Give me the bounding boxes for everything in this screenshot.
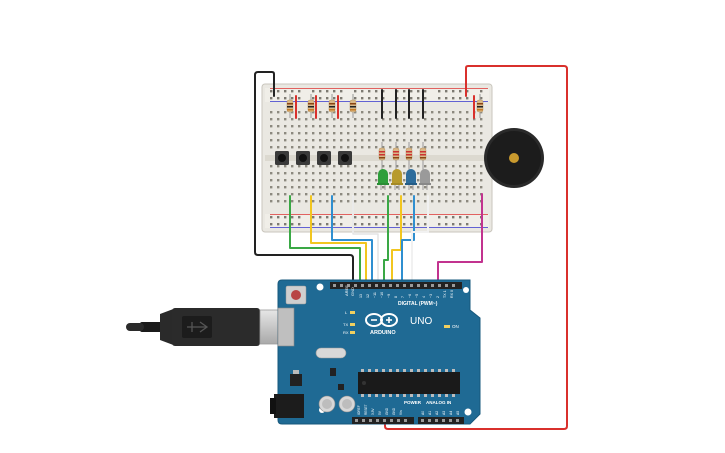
- uno-label: UNO: [410, 316, 432, 327]
- digital-pin-label: ~5: [415, 294, 419, 298]
- analog-pin-label: A0: [421, 411, 425, 415]
- wire-green-button: [289, 195, 361, 284]
- wire-yellow-led: [391, 195, 402, 284]
- led-yellow: [391, 169, 403, 190]
- piezo-buzzer: [484, 128, 544, 188]
- tx-label: TX: [343, 322, 348, 327]
- digital-pin-label: ~10: [380, 292, 384, 298]
- pushbuttons: [275, 151, 352, 165]
- digital-pin-label: RX 0: [450, 290, 454, 298]
- wire-green-led: [383, 195, 389, 284]
- digital-pin-label: 8: [394, 296, 398, 298]
- on-label: ON: [452, 324, 459, 329]
- crystal: [315, 347, 347, 359]
- analog-pin-label: A1: [428, 411, 432, 415]
- on-led: [444, 325, 450, 328]
- usb-cable: [126, 308, 295, 346]
- wire-yellow-button: [310, 195, 367, 284]
- wire-magenta-buzzer: [437, 193, 483, 284]
- l-label: L: [345, 310, 348, 315]
- digital-header-label: DIGITAL (PWM~): [398, 301, 438, 307]
- wire-white-led: [411, 195, 429, 284]
- power-pin-label: GND: [392, 407, 396, 415]
- pushbutton-1[interactable]: [275, 151, 289, 165]
- pushbutton-3[interactable]: [317, 151, 331, 165]
- leds: [377, 169, 431, 190]
- digital-pin-label: 13: [359, 294, 363, 298]
- digital-pin-label: 12: [366, 294, 370, 298]
- wire-blue-button: [331, 195, 373, 284]
- reset-button[interactable]: [285, 285, 307, 305]
- rx-label: RX: [343, 330, 349, 335]
- power-pin-label: RESET: [364, 404, 368, 415]
- wire-gnd-black: [254, 71, 354, 284]
- analog-pin-label: A2: [435, 411, 439, 415]
- arduino-maker-label: ARDUINO: [370, 330, 396, 336]
- digital-pin-label: TX 1: [443, 290, 447, 298]
- digital-pin-label: 2: [436, 296, 440, 298]
- pushbutton-4[interactable]: [338, 151, 352, 165]
- tx-led: [350, 323, 355, 326]
- power-pin-label: Vin: [399, 410, 403, 415]
- power-pin-label: GND: [385, 407, 389, 415]
- center-trench: [265, 155, 489, 161]
- power-pin-label: 5V: [378, 410, 382, 415]
- power-pin-label: IOREF: [357, 405, 361, 415]
- rx-led: [350, 331, 355, 334]
- analog-pin-label: A4: [449, 411, 453, 415]
- power-pin-label: 3.3V: [371, 408, 375, 415]
- usb-icon: [187, 321, 209, 333]
- analog-header: [418, 417, 464, 424]
- led-blue: [405, 169, 417, 190]
- usb-socket: [277, 307, 295, 347]
- analog-header-label: ANALOG IN: [426, 400, 451, 405]
- gnd-label: GND: [350, 287, 355, 296]
- led-resistors: [378, 142, 427, 172]
- digital-pin-label: ~6: [408, 294, 412, 298]
- top-resistors: [286, 94, 484, 118]
- breadboard: [261, 83, 493, 233]
- led-gray: [419, 169, 431, 190]
- atmega-chip: [358, 372, 460, 394]
- digital-pin-label: ~9: [387, 294, 391, 298]
- arduino-logo: [365, 313, 398, 327]
- aref-label: AREF: [344, 285, 349, 296]
- digital-pin-label: 7: [401, 296, 405, 298]
- wire-5v-red: [384, 65, 568, 430]
- pushbutton-2[interactable]: [296, 151, 310, 165]
- digital-pin-label: 4: [422, 296, 426, 298]
- wires: [254, 65, 568, 430]
- led-green: [377, 169, 389, 190]
- digital-pin-label: ~3: [429, 294, 433, 298]
- voltage-regulator: [290, 374, 302, 386]
- wire-blue-led: [401, 195, 415, 284]
- power-header-label: POWER: [404, 400, 422, 405]
- dc-power-jack: [274, 394, 304, 418]
- l-led: [350, 311, 355, 314]
- analog-pin-label: A5: [456, 411, 460, 415]
- analog-pin-label: A3: [442, 411, 446, 415]
- digital-pin-label: ~11: [373, 292, 377, 298]
